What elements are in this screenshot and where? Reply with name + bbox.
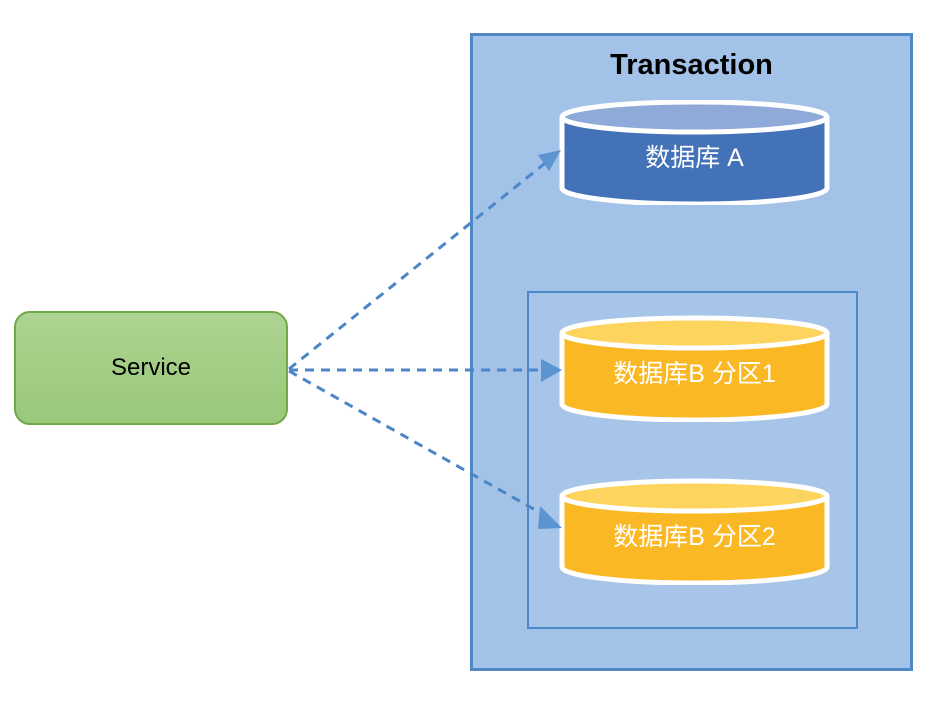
service-label: Service bbox=[110, 354, 192, 381]
database-b-partition-1-node[interactable]: 数据库B 分区1 bbox=[559, 315, 830, 422]
cylinder-icon bbox=[559, 315, 830, 422]
cylinder-icon bbox=[559, 478, 830, 585]
transaction-title: Transaction bbox=[610, 49, 773, 81]
database-a-node[interactable]: 数据库 A bbox=[559, 100, 830, 205]
cylinder-icon bbox=[559, 100, 830, 205]
service-node[interactable]: Service bbox=[14, 311, 288, 425]
database-b-partition-2-node[interactable]: 数据库B 分区2 bbox=[559, 478, 830, 585]
